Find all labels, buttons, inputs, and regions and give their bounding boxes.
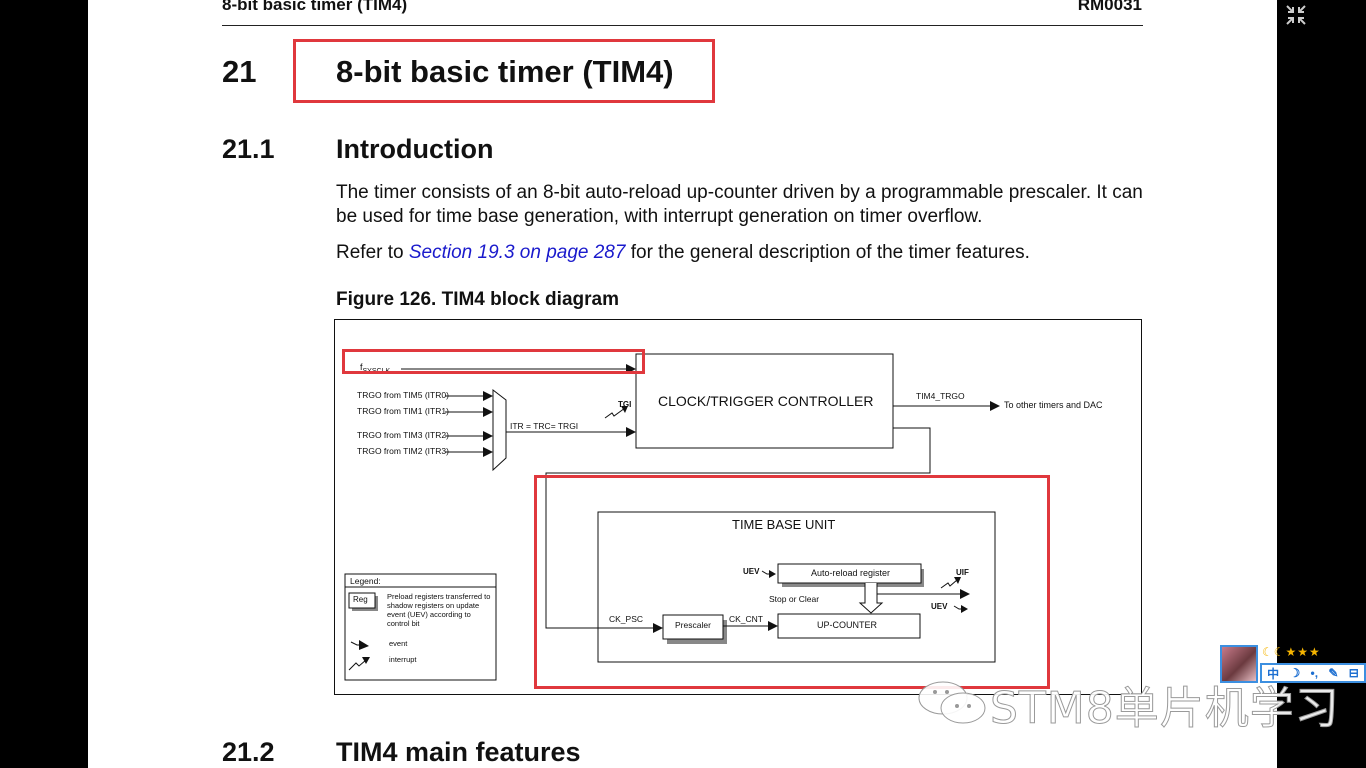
running-header-title: 8-bit basic timer (TIM4)	[222, 0, 408, 14]
input-multiplexer	[492, 388, 507, 472]
ime-punctuation-icon[interactable]: •,	[1310, 666, 1319, 680]
refer-paragraph: Refer to Section 19.3 on page 287 for th…	[336, 241, 1156, 265]
section-features-title: TIM4 main features	[336, 737, 581, 767]
exit-fullscreen-icon[interactable]	[1284, 3, 1308, 27]
chapter-title: 8-bit basic timer (TIM4)	[336, 54, 674, 89]
time-base-highlight	[534, 475, 1050, 689]
ime-avatar[interactable]	[1220, 645, 1258, 683]
header-divider	[222, 25, 1143, 26]
section-intro-number: 21.1	[222, 134, 275, 164]
ime-chinese-mode-button[interactable]: 中	[1267, 666, 1280, 681]
ime-button-bar: 中 ☽ •, ✎ ⊟	[1260, 663, 1366, 683]
wechat-watermark-icon	[918, 681, 986, 724]
controller-box	[635, 353, 894, 449]
ck-psc-label: CK_PSC	[609, 614, 644, 624]
moon-icon: ☾☾	[1262, 645, 1286, 659]
legend-interrupt-label: interrupt	[389, 655, 417, 664]
up-counter-box	[777, 613, 921, 639]
trgo-label: TIM4_TRGO	[916, 391, 965, 401]
ck-cnt-label: CK_CNT	[729, 614, 764, 624]
controller-label: CLOCK/TRIGGER CONTROLLER	[658, 393, 874, 409]
figure-caption: Figure 126. TIM4 block diagram	[336, 289, 619, 310]
ime-toolbar: ☾☾★★★ 中 ☽ •, ✎ ⊟	[1220, 645, 1366, 685]
stop-clear-label: Stop or Clear	[769, 594, 820, 604]
uif-interrupt-icon	[940, 579, 958, 589]
input-label-itr0: TRGO from TIM5 (ITR0)	[357, 390, 449, 400]
legend-reg-label: Reg	[353, 595, 368, 604]
ime-skin-icon[interactable]: ⊟	[1348, 666, 1359, 680]
uev-in-label: UEV	[743, 567, 760, 576]
ime-halfwidth-icon[interactable]: ☽	[1289, 666, 1301, 680]
tgi-interrupt-icon	[604, 407, 626, 419]
ck-psc-path	[545, 427, 931, 633]
up-counter-label: UP-COUNTER	[817, 620, 877, 630]
section-link[interactable]: Section 19.3 on page 287	[408, 242, 626, 263]
arr-box	[777, 563, 922, 584]
prescaler-box	[662, 614, 724, 640]
legend-reg-description: Preload registers transferred to shadow …	[387, 592, 491, 628]
refer-suffix: for the general description of the timer…	[625, 242, 1030, 263]
refer-prefix: Refer to	[336, 242, 409, 263]
trgo-destination: To other timers and DAC	[1004, 400, 1103, 410]
watermark-text: STM8单片机学习	[990, 683, 1340, 735]
diagram-lines	[344, 353, 1000, 681]
star-icon: ★★★	[1285, 645, 1321, 659]
pdf-page: 8-bit basic timer (TIM4) RM0031 21 8-bit…	[88, 0, 1277, 768]
legend-interrupt-icon	[348, 659, 367, 671]
block-diagram: fSYSCLK TRGO from TIM5 (ITR0) TRGO from …	[334, 319, 1142, 695]
section-features-number: 21.2	[222, 737, 275, 767]
chapter-title-highlight	[293, 39, 715, 103]
input-label-itr2: TRGO from TIM3 (ITR2)	[357, 430, 449, 440]
legend-reg-box	[348, 592, 376, 609]
chapter-number: 21	[222, 54, 257, 89]
arr-label: Auto-reload register	[811, 568, 891, 578]
ime-status: ☾☾★★★	[1262, 645, 1321, 659]
section-intro-title: Introduction	[336, 134, 494, 164]
input-label-itr3: TRGO from TIM2 (ITR3)	[357, 446, 449, 456]
tgi-label: TGI	[618, 400, 632, 409]
time-base-unit-box	[597, 511, 996, 663]
running-header-docid: RM0031	[1077, 0, 1142, 14]
legend-box	[344, 573, 497, 681]
input-label-itr1: TRGO from TIM1 (ITR1)	[357, 406, 449, 416]
ime-settings-icon[interactable]: ✎	[1328, 666, 1339, 680]
reload-transfer-arrow	[858, 583, 884, 614]
fsysclk-highlight	[342, 349, 645, 374]
uif-label: UIF	[956, 568, 969, 577]
itr-label: ITR = TRC= TRGI	[510, 421, 579, 431]
time-base-unit-label: TIME BASE UNIT	[732, 517, 836, 532]
uev-out-label: UEV	[931, 602, 948, 611]
legend-event-label: event	[389, 639, 408, 648]
intro-paragraph: The timer consists of an 8-bit auto-relo…	[336, 182, 1143, 227]
prescaler-label: Prescaler	[675, 620, 711, 630]
legend-title: Legend:	[350, 576, 381, 586]
fsysclk-f: f	[360, 362, 363, 372]
